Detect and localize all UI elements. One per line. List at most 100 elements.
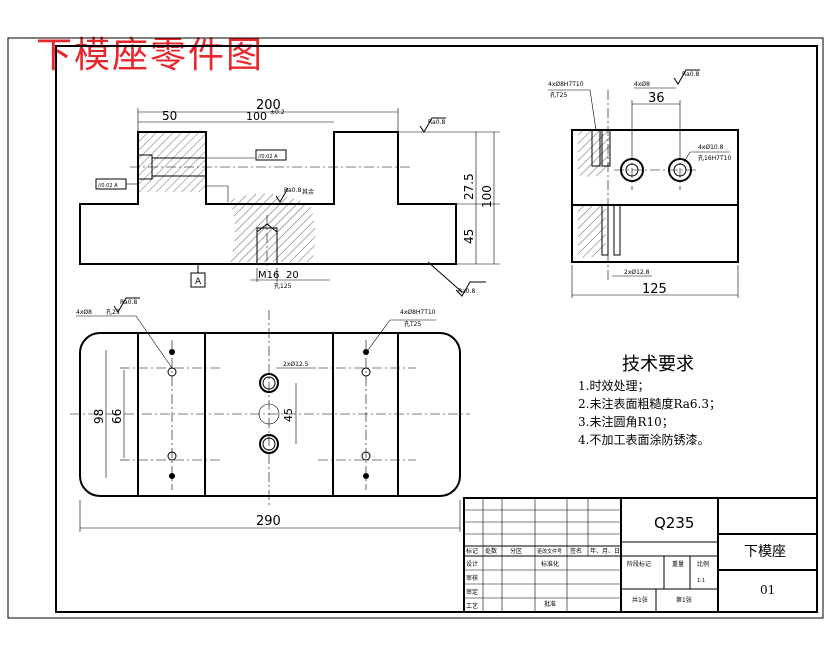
pin-slot <box>601 129 611 167</box>
tb-material: Q235 <box>654 514 694 532</box>
tb-part-name: 下模座 <box>744 544 786 560</box>
hole-dot <box>363 473 369 479</box>
tb-drawing-no: 01 <box>760 583 775 597</box>
side-callout-1b: 孔T25 <box>550 91 567 99</box>
leader-line <box>367 319 391 351</box>
roughness-symbol <box>113 297 140 313</box>
dim-98: 98 <box>92 409 106 424</box>
tb-scale-value: 1:1 <box>697 578 705 584</box>
large-hole <box>259 373 279 393</box>
tb-header-zone: 分区 <box>510 547 522 555</box>
page-title: 下模座零件图 <box>36 35 265 76</box>
roughness-bottom: Ra0.8 <box>458 288 475 295</box>
geo-tol-frame <box>255 149 287 161</box>
side-view: 125 36 4xØ8H7T10 孔T25 4xØ8 Ra0.8 4xØ10.8… <box>548 69 739 298</box>
tb-header-file: 更改文件号 <box>537 548 562 555</box>
inner-border <box>55 45 818 613</box>
thread-depth: 20 <box>286 270 299 281</box>
geo-tol-1: //0.02 A <box>258 154 278 160</box>
hole-dot <box>169 349 175 355</box>
tech-heading: 技术要求 <box>622 354 694 375</box>
dim-100-tol: ±0.2 <box>270 109 285 116</box>
leader-line <box>683 151 691 163</box>
tech-item-3: 3.未注圆角R10； <box>578 414 674 429</box>
roughness-remark: 其余 <box>302 188 314 196</box>
tb-row-process: 工艺 <box>466 602 478 610</box>
tb-approve: 批准 <box>544 600 556 608</box>
side-lower-block <box>571 204 739 263</box>
top-callout-right-b: 孔T25 <box>404 320 421 328</box>
roughness-symbol <box>673 69 700 85</box>
hole-dot <box>169 473 175 479</box>
tb-header-mark: 标记 <box>466 547 478 555</box>
tech-requirements: 技术要求 1.时效处理； 2.未注表面粗糙度Ra6.3； 3.未注圆角R10； … <box>578 354 721 447</box>
hole-label: 孔125 <box>274 282 292 290</box>
tech-item-1: 1.时效处理； <box>578 378 649 393</box>
dim-290: 290 <box>256 514 281 529</box>
hole-circle <box>167 451 177 461</box>
front-view: 200 50 100 ±0.2 27.5 100 45 M16 20 孔125 … <box>79 98 500 297</box>
top-callout-center: 2xØ12.5 <box>283 361 309 368</box>
tb-header-date: 年、月、日 <box>590 547 620 555</box>
dim-66: 66 <box>110 409 124 424</box>
leader-line <box>589 89 597 131</box>
large-hole-inner <box>262 437 276 451</box>
roughness-top: Ra0.8 <box>428 119 445 126</box>
side-callout-3b: 孔16H7T10 <box>698 154 731 162</box>
geo-tol-frame <box>95 178 127 190</box>
dim-27-5: 27.5 <box>462 173 476 200</box>
side-bottom-label: 2xØ12.8 <box>624 269 650 276</box>
dim-125: 125 <box>642 282 667 297</box>
tb-scale-label: 比例 <box>697 560 709 568</box>
outer-border <box>7 37 824 619</box>
top-callout-left: 4xØ8 <box>76 309 92 316</box>
dim-200: 200 <box>256 98 281 113</box>
top-view: 290 98 66 45 4xØ8 孔25 Ra0.8 4xØ8H7T10 孔T… <box>70 297 470 532</box>
tb-grid <box>464 498 621 612</box>
title-block: 标记 处数 分区 更改文件号 签名 年、月、日 设计 审核 审定 工艺 标准化 … <box>463 497 818 613</box>
hole-circle <box>361 451 371 461</box>
roughness-symbol <box>427 261 486 297</box>
tb-sheet-no: 第1张 <box>676 596 692 604</box>
tb-row-check: 审核 <box>466 574 478 582</box>
side-hatch-bottom <box>578 205 606 258</box>
tb-weight-label: 重量 <box>672 560 684 568</box>
tb-stage-label: 阶段标记 <box>627 560 651 568</box>
tb-header-sign: 签名 <box>570 547 582 555</box>
datum-label: A <box>195 277 202 287</box>
datum-box <box>190 272 206 288</box>
side-roughness: Ra0.8 <box>682 71 699 78</box>
hole-circle <box>361 367 371 377</box>
dim-36: 36 <box>648 91 665 106</box>
leader-line <box>206 185 229 202</box>
hole-dot <box>363 349 369 355</box>
tb-standardization: 标准化 <box>541 560 559 568</box>
roughness-symbol <box>275 187 289 203</box>
tech-item-4: 4.不加工表面涂防锈漆。 <box>578 432 709 447</box>
center-hole <box>258 403 280 425</box>
section-hatch-left <box>138 132 206 192</box>
side-callout-1: 4xØ8H7T10 <box>548 81 584 88</box>
pin-slot <box>613 204 621 256</box>
large-hole <box>259 434 279 454</box>
side-callout-3: 4xØ10.8 <box>698 144 724 151</box>
dim-45-top: 45 <box>282 408 295 422</box>
tb-row-design: 设计 <box>466 560 478 568</box>
side-hatch-top <box>578 130 610 177</box>
tb-sheet-total: 共1张 <box>632 596 648 604</box>
roughness-hole: Ra0.8 <box>284 187 301 194</box>
tb-header-count: 处数 <box>485 547 497 555</box>
side-callout-2: 4xØ8 <box>634 81 650 88</box>
dim-50: 50 <box>162 109 177 123</box>
roughness-symbol <box>419 117 446 133</box>
top-callout-left-b: 孔25 <box>106 308 120 316</box>
geo-tol-2: //0.02 A <box>98 183 118 189</box>
top-callout-right: 4xØ8H7T10 <box>400 309 436 316</box>
tech-item-2: 2.未注表面粗糙度Ra6.3； <box>578 396 721 411</box>
large-hole-inner <box>262 376 276 390</box>
dim-100: 100 <box>246 110 267 123</box>
top-outline <box>79 332 461 497</box>
dim-100-height: 100 <box>480 185 494 208</box>
dim-45: 45 <box>462 229 476 244</box>
